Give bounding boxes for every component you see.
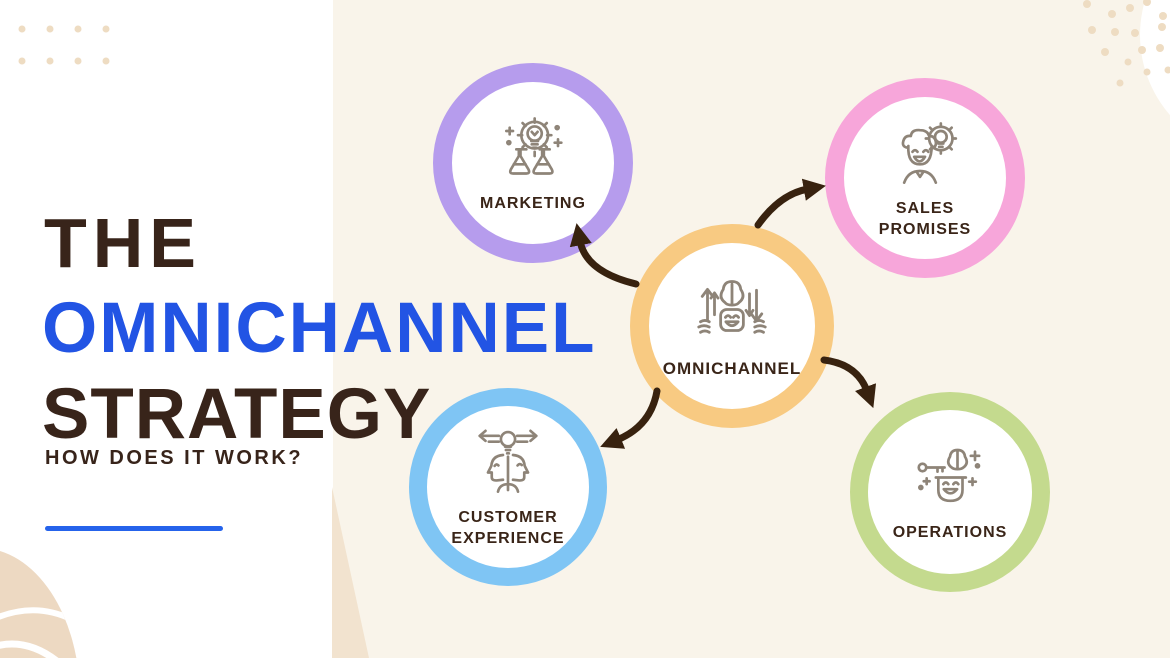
node-marketing: MARKETING bbox=[433, 63, 633, 263]
node-customer-experience: CUSTOMER EXPERIENCE bbox=[409, 388, 607, 586]
corner-blob-top-right bbox=[1140, 0, 1170, 116]
node-label-customer-experience: CUSTOMER EXPERIENCE bbox=[451, 508, 565, 547]
two-profiles-idea-icon bbox=[468, 425, 548, 505]
node-label-operations: OPERATIONS bbox=[892, 524, 1008, 542]
left-panel bbox=[0, 0, 333, 658]
arrow-center-to-operations bbox=[820, 356, 877, 409]
title-line-2: OMNICHANNEL bbox=[42, 289, 597, 368]
person-idea-gear-icon bbox=[885, 116, 965, 196]
subtitle: HOW DOES IT WORK? bbox=[45, 447, 304, 469]
title-line-1: THE bbox=[44, 204, 202, 282]
title-line-3: STRATEGY bbox=[42, 375, 432, 454]
arrow-center-to-marketing bbox=[569, 223, 640, 288]
node-label-sales-promises: SALES PROMISES bbox=[878, 199, 972, 238]
dots-cluster-top-right bbox=[1083, 0, 1170, 87]
idea-lab-flasks-icon bbox=[493, 111, 573, 191]
edge-band-bottom bbox=[332, 487, 369, 658]
node-omnichannel-center: OMNICHANNEL bbox=[630, 224, 834, 428]
node-sales-promises: SALES PROMISES bbox=[825, 78, 1025, 278]
open-head-key-icon bbox=[910, 440, 990, 520]
robot-mind-arrows-icon bbox=[690, 271, 774, 355]
node-operations: OPERATIONS bbox=[850, 392, 1050, 592]
arrow-center-to-customer-experience bbox=[600, 387, 661, 449]
node-label-omnichannel: OMNICHANNEL bbox=[662, 359, 802, 379]
arrow-center-to-sales-promises bbox=[754, 178, 826, 229]
node-label-marketing: MARKETING bbox=[480, 195, 586, 213]
divider-line bbox=[45, 526, 223, 531]
